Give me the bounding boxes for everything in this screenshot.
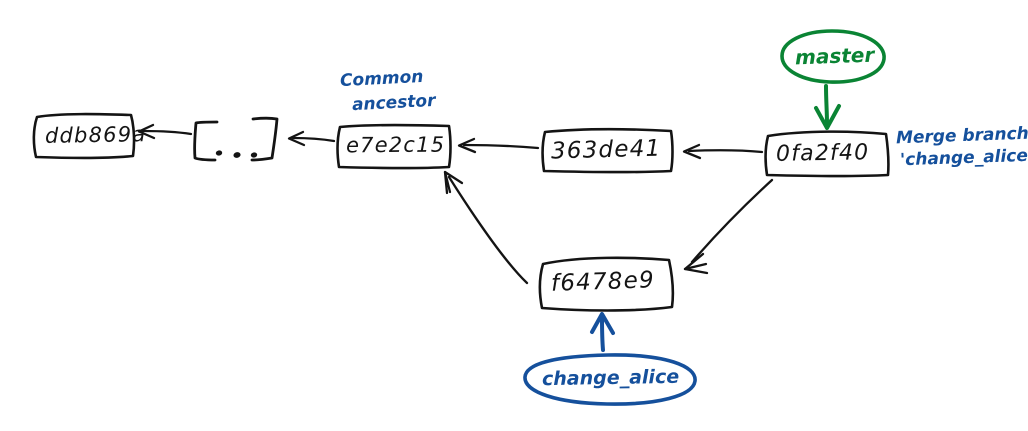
branch-arrow-change-alice xyxy=(590,312,615,352)
commit-box-f6478e9 xyxy=(538,256,675,312)
branch-arrow-master xyxy=(814,84,841,130)
branch-ellipse-change-alice xyxy=(523,353,697,406)
edge-0fa2f40-to-f6478e9 xyxy=(683,178,774,275)
commit-box-e7e2c15 xyxy=(336,123,452,170)
edge-363de41-to-e7e2c15 xyxy=(457,137,540,154)
edge-0fa2f40-to-363de41 xyxy=(682,143,764,160)
edge-ellipsis-to-ddb869a xyxy=(137,123,193,140)
branch-ellipse-master xyxy=(780,29,886,84)
edge-e7e2c15-to-ellipsis xyxy=(287,130,336,147)
commit-box-0fa2f40 xyxy=(764,130,890,178)
edge-f6478e9-to-e7e2c15 xyxy=(443,170,529,285)
ellipsis-dots xyxy=(215,150,258,158)
commit-box-ddb869a xyxy=(32,112,136,160)
ellipsis-brackets xyxy=(193,116,279,162)
commit-box-363de41 xyxy=(541,127,674,174)
